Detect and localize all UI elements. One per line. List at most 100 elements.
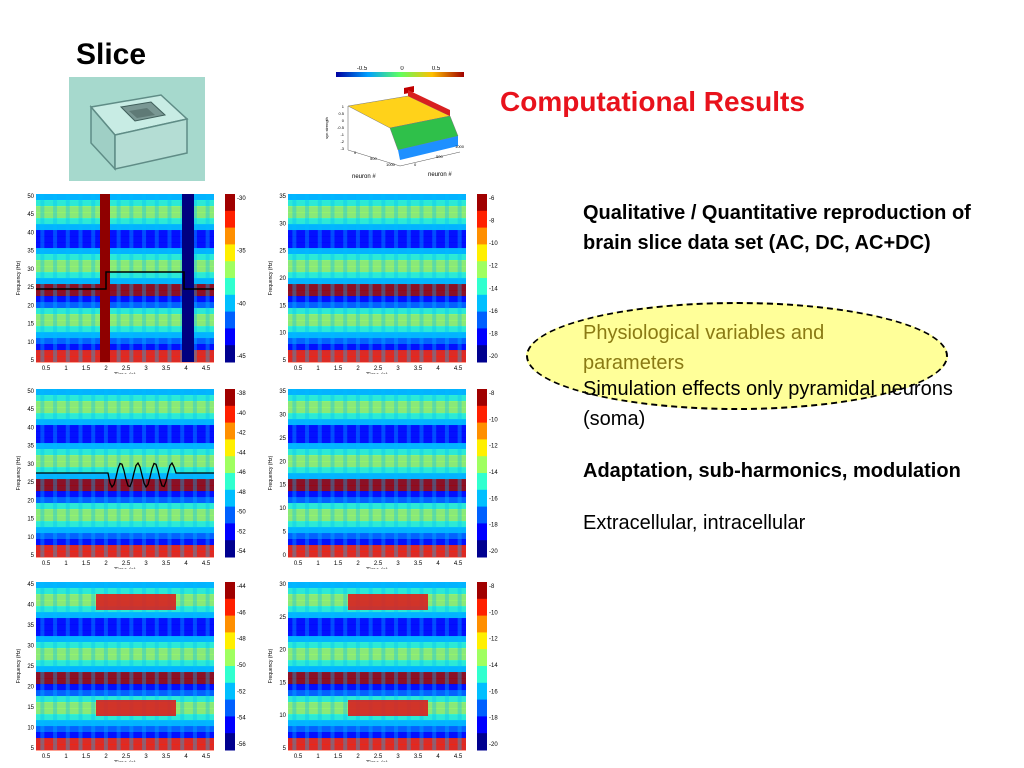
colorbar-tick: -16 [489, 309, 498, 315]
x-tick-label: 2.5 [122, 366, 131, 372]
y-tick-label: 10 [279, 331, 286, 337]
colorbar-tick: -20 [489, 354, 498, 360]
x-tick-label: 4 [436, 561, 440, 567]
x-tick-label: 4 [436, 366, 440, 372]
y-tick-label: 30 [279, 582, 286, 588]
y-axis-label: Frequency (Hz) [16, 260, 22, 295]
colorbar-tick: -40 [237, 301, 246, 307]
x-tick-label: 2.5 [122, 754, 131, 760]
colorbar-tick: -56 [237, 742, 246, 748]
bullet-extra-intracellular: Extracellular, intracellular [583, 512, 806, 534]
colorbar-tick: -54 [237, 716, 246, 722]
x-axis-label: Time (s) [366, 373, 388, 374]
x-tick-label: 3.5 [162, 754, 171, 760]
colorbar-tick: -10 [489, 241, 498, 247]
y-tick-label: 40 [27, 603, 34, 609]
x-tick-label: 1.5 [334, 754, 343, 760]
x-tick-label: 3.5 [414, 754, 423, 760]
y-tick-label: 25 [279, 436, 286, 442]
colorbar-tick: -50 [237, 510, 246, 516]
x-tick-label: 3 [396, 754, 400, 760]
x-tick-label: 2 [356, 561, 360, 567]
page-title: Computational Results [500, 86, 805, 117]
x-tick-label: 3 [396, 366, 400, 372]
sim3d-cbar-tick: 0.5 [432, 66, 441, 72]
x-tick-label: 3 [396, 561, 400, 567]
y-tick-label: 30 [279, 412, 286, 418]
x-tick-label: 4.5 [202, 561, 211, 567]
x-tick-label: 1.5 [82, 561, 91, 567]
colorbar-tick: -45 [237, 354, 246, 360]
x-tick-label: 4.5 [454, 754, 463, 760]
colorbar-tick: -12 [489, 444, 498, 450]
y-tick-label: 5 [283, 530, 287, 536]
x-tick-label: 0.5 [42, 366, 51, 372]
x-tick-label: 2.5 [374, 366, 383, 372]
y-tick-label: 15 [279, 680, 286, 686]
colorbar-tick: -16 [489, 689, 498, 695]
x-tick-label: 2 [104, 561, 108, 567]
sim3d-y-tick: 1000 [386, 162, 396, 167]
colorbar-tick: -35 [237, 249, 246, 255]
x-tick-label: 1.5 [82, 366, 91, 372]
y-tick-label: 10 [279, 506, 286, 512]
y-tick-label: 10 [279, 713, 286, 719]
x-tick-label: 3.5 [414, 366, 423, 372]
colorbar-tick: -42 [237, 431, 246, 437]
x-tick-label: 1 [64, 561, 68, 567]
sim3d-z-tick: -0.5 [337, 125, 345, 130]
colorbar-tick: -44 [237, 584, 246, 590]
y-tick-label: 45 [27, 407, 34, 413]
x-tick-label: 1.5 [334, 561, 343, 567]
colorbar-tick: -20 [489, 742, 498, 748]
x-tick-label: 1.5 [334, 366, 343, 372]
sim3d-x-tick: 500 [436, 154, 443, 159]
y-tick-label: 35 [27, 444, 34, 450]
colorbar-tick: -48 [237, 637, 246, 643]
y-tick-label: 5 [31, 746, 35, 752]
colorbar-tick: -8 [489, 391, 495, 397]
y-tick-label: 5 [31, 553, 35, 559]
colorbar-tick: -14 [489, 663, 498, 669]
y-tick-label: 20 [27, 303, 34, 309]
x-tick-label: 4.5 [202, 366, 211, 372]
x-tick-label: 2.5 [122, 561, 131, 567]
y-axis-label: Frequency (Hz) [268, 455, 274, 490]
y-tick-label: 5 [283, 746, 287, 752]
highlight-ellipse [526, 302, 948, 410]
x-tick-label: 3.5 [162, 561, 171, 567]
bullet-physiological-variables: Physiological variables and parameters [583, 322, 825, 374]
y-tick-label: 15 [279, 303, 286, 309]
y-tick-label: 25 [27, 480, 34, 486]
colorbar-tick: -8 [489, 219, 495, 225]
colorbar-tick: -20 [489, 549, 498, 555]
y-tick-label: 15 [27, 705, 34, 711]
colorbar-tick: -46 [237, 470, 246, 476]
y-tick-label: 30 [27, 267, 34, 273]
y-tick-label: 35 [27, 249, 34, 255]
colorbar-tick: -54 [237, 549, 246, 555]
x-tick-label: 1 [316, 754, 320, 760]
bullet-pyramidal-neurons: Simulation effects only pyramidal neuron… [583, 378, 953, 430]
sim3d-x-tick: 1000 [455, 144, 465, 149]
colorbar-tick: -44 [237, 450, 246, 456]
sim3d-z-tick: 1 [342, 104, 345, 109]
y-tick-label: 20 [27, 685, 34, 691]
x-tick-label: 4.5 [454, 366, 463, 372]
x-tick-label: 2 [104, 366, 108, 372]
y-tick-label: 35 [279, 194, 286, 200]
y-tick-label: 25 [27, 285, 34, 291]
y-tick-label: 10 [27, 726, 34, 732]
y-tick-label: 35 [279, 389, 286, 395]
x-axis-label: Time (s) [366, 568, 388, 569]
y-axis-label: Frequency (Hz) [16, 455, 22, 490]
x-axis-label: Time (s) [114, 373, 136, 374]
colorbar-tick: -40 [237, 411, 246, 417]
x-tick-label: 2.5 [374, 561, 383, 567]
